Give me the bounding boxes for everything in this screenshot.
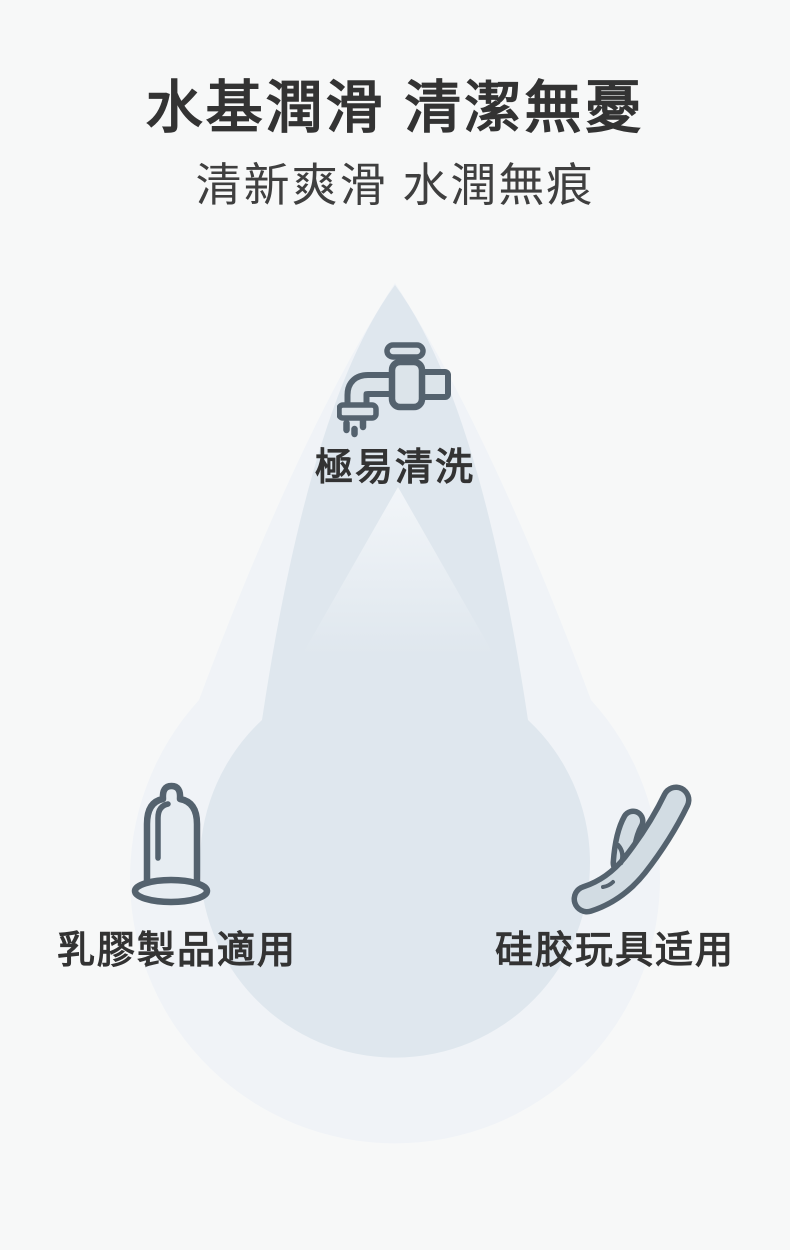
feature-label-latex: 乳膠製品適用 [56,930,297,972]
feature-label-silicone-toy: 硅胶玩具适用 [494,930,735,972]
silicone-toy-icon [571,784,692,915]
feature-label-easy-clean: 極易清洗 [314,447,475,489]
water-drop-inner [199,285,590,1058]
condom-icon [131,782,211,906]
page-title: 水基潤滑 清潔無憂 [145,76,645,140]
faucet-icon [337,342,451,438]
page-subtitle: 清新爽滑 水潤無痕 [195,159,595,211]
water-drop-glow [302,487,494,655]
